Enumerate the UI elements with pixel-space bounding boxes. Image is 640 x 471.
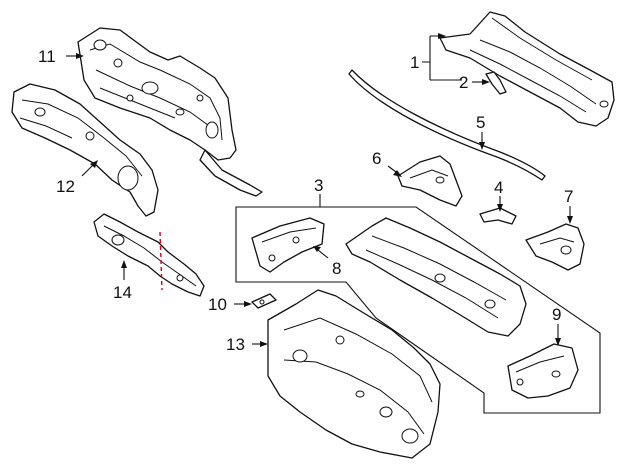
- callout-14: 14: [113, 283, 132, 302]
- callout-6: 6: [372, 149, 381, 168]
- cut-line: [159, 231, 163, 291]
- callout-2: 2: [459, 73, 468, 92]
- part-3-cowl-panel: [345, 217, 527, 337]
- part-10-plate: [251, 293, 277, 309]
- callout-labels: 1 2 3 4 5 6 7 8 9 10 11 12 13 14: [38, 47, 573, 354]
- part-1-cowl-top-panel: [439, 11, 615, 127]
- callout-7: 7: [564, 187, 573, 206]
- callout-11: 11: [38, 47, 56, 66]
- part-11-dash-insulator: [77, 27, 263, 197]
- part-2-clip: [485, 71, 507, 95]
- callout-1: 1: [410, 53, 419, 72]
- callout-9: 9: [552, 305, 561, 324]
- callout-4: 4: [494, 178, 503, 197]
- part-6-bracket: [397, 155, 463, 207]
- leader-lines: [66, 33, 573, 347]
- part-8-inner-bracket: [251, 217, 325, 273]
- part-14-reinforcement: [93, 213, 205, 297]
- part-3-group-outline: [235, 206, 601, 414]
- part-5-weatherstrip: [348, 69, 546, 181]
- callout-8: 8: [332, 259, 341, 278]
- callout-10: 10: [208, 295, 227, 314]
- part-4-small-bracket: [479, 207, 517, 225]
- part-12-dash-side-panel: [11, 83, 159, 217]
- callout-12: 12: [56, 177, 75, 196]
- part-7-side-bracket: [525, 223, 585, 271]
- part-9-lower-bracket: [507, 343, 579, 399]
- part-13-dash-panel: [267, 289, 441, 459]
- callout-5: 5: [476, 113, 485, 132]
- callout-3: 3: [314, 176, 323, 195]
- callout-13: 13: [226, 335, 245, 354]
